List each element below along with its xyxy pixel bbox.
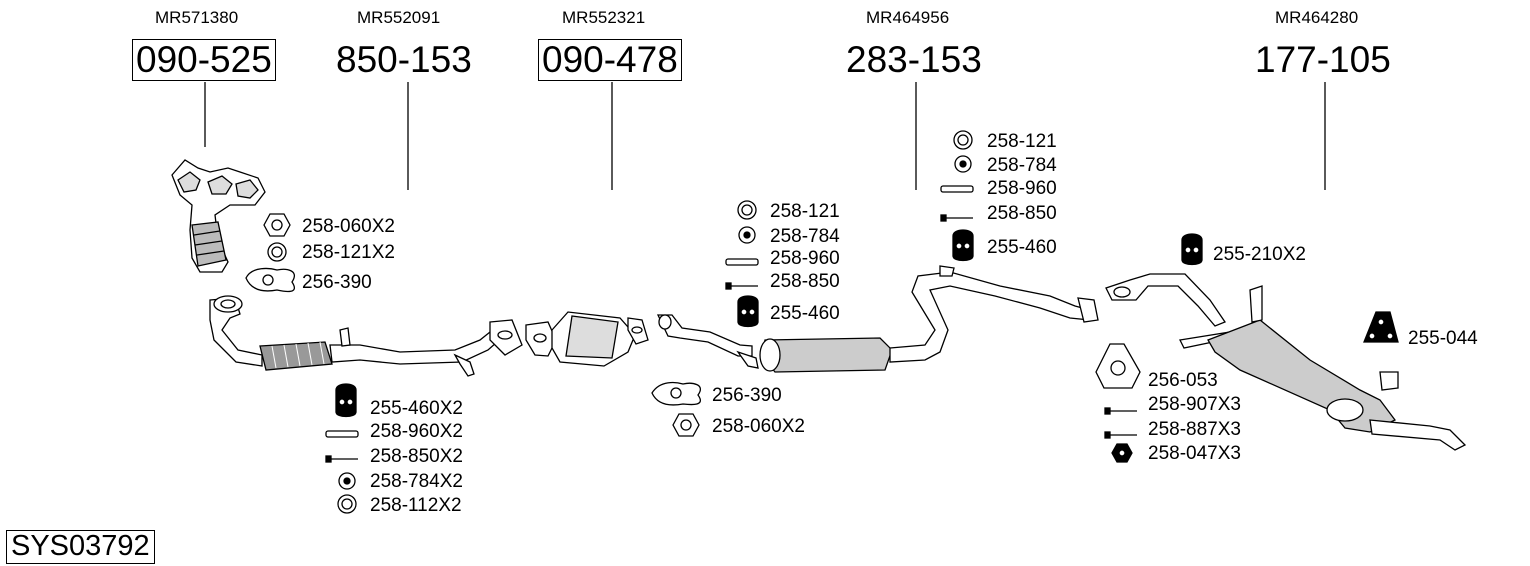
accessory-label[interactable]: 255-460X2	[370, 398, 463, 419]
accessory-label[interactable]: 258-784X2	[370, 471, 463, 492]
accessory-label[interactable]: 256-390	[302, 272, 372, 293]
rubber-hanger-icon	[335, 383, 357, 418]
accessory-label[interactable]: 258-112X2	[370, 495, 462, 516]
part-number-1[interactable]: 090-525	[132, 39, 276, 81]
accessory-label[interactable]: 255-460	[987, 237, 1057, 258]
accessory-label[interactable]: 258-850	[987, 203, 1057, 224]
accessory-label[interactable]: 258-784	[987, 155, 1057, 176]
accessory-label[interactable]: 255-210X2	[1213, 244, 1306, 265]
sleeve-icon	[725, 258, 759, 266]
accessory-label[interactable]: 258-784	[770, 226, 840, 247]
oem-number-5: MR464280	[1275, 8, 1359, 27]
oem-number-3: MR552321	[562, 8, 646, 27]
accessory-label[interactable]: 258-121X2	[302, 242, 395, 263]
rear-silencer	[1105, 273, 1467, 451]
intermediate-pipe	[656, 265, 1099, 373]
system-code: SYS03792	[6, 530, 155, 564]
accessory-label[interactable]: 258-960	[987, 178, 1057, 199]
catalytic-converter	[525, 311, 649, 367]
accessory-label[interactable]: 258-060X2	[302, 216, 395, 237]
manifold-catalyst	[171, 159, 266, 273]
rubber-hanger-icon	[952, 229, 974, 262]
sleeve-icon	[325, 430, 359, 438]
accessory-label[interactable]: 258-121	[770, 201, 840, 222]
oem-number-2: MR552091	[357, 8, 441, 27]
part-number-4[interactable]: 283-153	[846, 39, 982, 80]
rubber-hanger-icon	[737, 295, 759, 328]
accessory-label[interactable]: 258-887X3	[1148, 419, 1241, 440]
accessory-label[interactable]: 258-960	[770, 248, 840, 269]
front-pipe	[209, 295, 523, 377]
accessory-label[interactable]: 258-060X2	[712, 416, 805, 437]
accessory-label[interactable]: 258-960X2	[370, 421, 463, 442]
oem-number-4: MR464956	[866, 8, 950, 27]
part-number-5[interactable]: 177-105	[1255, 39, 1391, 80]
oem-number-1: MR571380	[155, 8, 239, 27]
sleeve-icon	[940, 185, 974, 193]
accessory-label[interactable]: 258-121	[987, 131, 1057, 152]
accessory-label[interactable]: 258-907X3	[1148, 394, 1241, 415]
accessory-label[interactable]: 258-850X2	[370, 446, 463, 467]
accessory-label[interactable]: 258-047X3	[1148, 443, 1241, 464]
accessory-label[interactable]: 256-390	[712, 385, 782, 406]
part-number-3[interactable]: 090-478	[538, 39, 682, 81]
accessory-label[interactable]: 258-850	[770, 271, 840, 292]
rubber-hanger-icon	[1181, 233, 1203, 266]
accessory-label[interactable]: 255-460	[770, 303, 840, 324]
accessory-label[interactable]: 255-044	[1408, 328, 1478, 349]
part-number-2[interactable]: 850-153	[336, 39, 472, 80]
accessory-label[interactable]: 256-053	[1148, 370, 1218, 391]
